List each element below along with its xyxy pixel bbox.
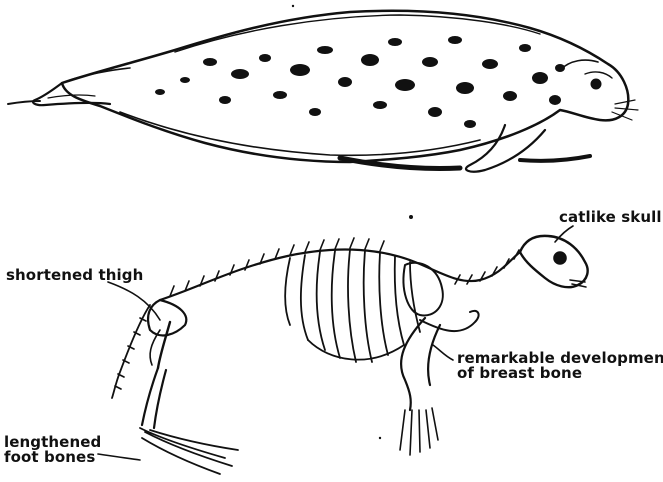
seal-front-flipper (466, 125, 545, 172)
skeleton-spine (160, 250, 520, 301)
skeleton-lower-leg (142, 368, 166, 428)
skeleton-breast-bone (420, 311, 479, 331)
seal-spots (155, 36, 565, 128)
seal-ground-shadow (340, 158, 460, 169)
leader-thigh (108, 282, 160, 320)
label-foot-bones: lengthened foot bones (4, 435, 101, 465)
leader-breast (433, 345, 453, 360)
seal-illustration (8, 5, 638, 172)
skeleton-foot-bones (140, 428, 238, 474)
leader-foot (98, 454, 140, 460)
skeleton-ribs (285, 250, 420, 362)
label-breast-bone: remarkable development of breast bone (457, 351, 663, 381)
skeleton-illustration (112, 215, 588, 474)
skeleton-thigh (158, 322, 170, 368)
skeleton-skull (520, 236, 588, 287)
label-foot-bones-line2: foot bones (4, 450, 101, 465)
label-shortened-thigh: shortened thigh (6, 268, 143, 283)
seal-eye (591, 79, 601, 89)
label-breast-bone-line2: of breast bone (457, 366, 663, 381)
skeleton-tail (112, 305, 150, 398)
label-catlike-skull: catlike skull (559, 210, 662, 225)
skeleton-front-flipper (400, 408, 438, 455)
